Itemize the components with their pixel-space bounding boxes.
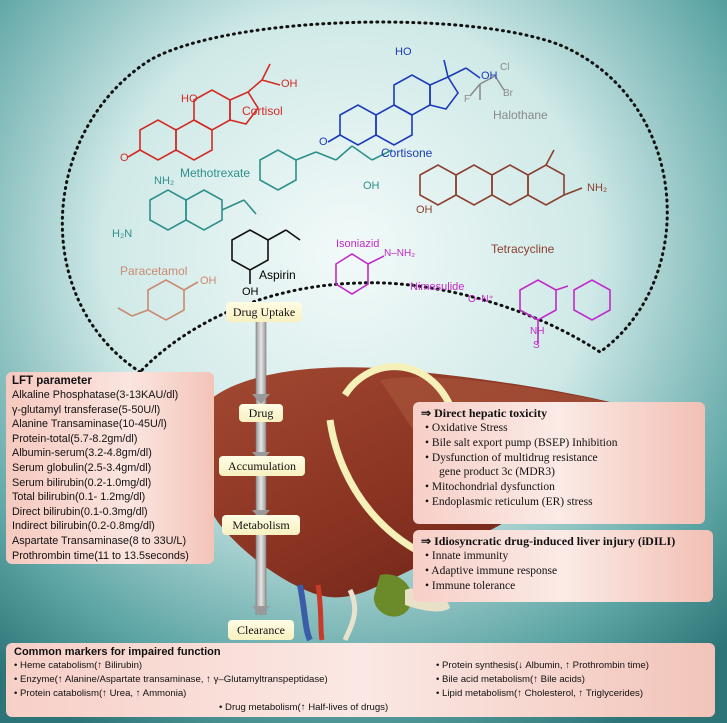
nimesulide-s: S bbox=[533, 340, 540, 351]
idili-item: • Immune tolerance bbox=[425, 579, 516, 592]
marker-heme: • Heme catabolism(↑ Bilirubin) bbox=[14, 660, 143, 671]
direct-toxicity-title: ⇒ Direct hepatic toxicity bbox=[421, 406, 697, 421]
aspirin-oh: OH bbox=[242, 286, 259, 298]
nimesulide-nh: NH bbox=[530, 326, 545, 337]
halothane-cl: Cl bbox=[500, 62, 510, 73]
isoniazid-structure bbox=[335, 253, 385, 295]
lft-item: Total bilirubin(0.1- 1.2mg/dl) bbox=[12, 491, 146, 504]
lft-item: γ-glutamyl transferase(5-50U/l) bbox=[12, 403, 161, 416]
halothane-f: F bbox=[464, 94, 471, 105]
tetracycline-label: Tetracycline bbox=[491, 242, 555, 256]
implies-arrow-icon: ⇒ bbox=[421, 406, 432, 420]
common-markers-box: Common markers for impaired function • H… bbox=[6, 643, 715, 717]
tetracycline-nh2: NH₂ bbox=[587, 182, 608, 194]
idili-item: • Innate immunity bbox=[425, 550, 509, 562]
direct-toxicity-item: • Bile salt export pump (BSEP) Inhibitio… bbox=[425, 436, 618, 449]
methotrexate-h2n: H₂N bbox=[112, 228, 133, 240]
tetracycline-oh: OH bbox=[416, 204, 433, 216]
cortisone-oh: OH bbox=[481, 70, 498, 82]
cortisone-label: Cortisone bbox=[381, 146, 433, 160]
paracetamol-label: Paracetamol bbox=[120, 264, 188, 278]
arrow-to-direct bbox=[342, 363, 456, 412]
direct-toxicity-item: • Endoplasmic reticulum (ER) stress bbox=[425, 495, 593, 508]
halothane-label: Halothane bbox=[493, 108, 548, 122]
direct-toxicity-item: • Dysfunction of multidrug resistance bbox=[425, 451, 598, 464]
cortisone-structure bbox=[327, 59, 481, 146]
cortisol-oh: OH bbox=[281, 78, 298, 90]
idili-box: ⇒ Idiosyncratic drug-induced liver injur… bbox=[413, 530, 713, 602]
metabolism-label: Metabolism bbox=[222, 515, 300, 535]
lft-item: Prothrombin time(11 to 13.5seconds) bbox=[12, 549, 189, 562]
marker-protein-synthesis: • Protein synthesis(↓ Albumin, ↑ Prothro… bbox=[436, 660, 649, 671]
clearance-label: Clearance bbox=[228, 620, 294, 640]
marker-protein-catabolism: • Protein catabolism(↑ Urea, ↑ Ammonia) bbox=[14, 688, 187, 699]
methotrexate-oh: OH bbox=[363, 180, 380, 192]
methotrexate-nh2: NH₂ bbox=[154, 175, 175, 187]
idili-heading: Idiosyncratic drug-induced liver injury … bbox=[434, 534, 676, 548]
dotted-dome bbox=[60, 20, 669, 374]
lft-item: Serum globulin(2.5-3.4gm/dl) bbox=[12, 461, 152, 474]
idili-item: • Adaptive immune response bbox=[425, 564, 558, 577]
cortisone-o: O bbox=[319, 136, 328, 148]
lft-title: LFT parameter bbox=[12, 375, 92, 387]
implies-arrow-icon: ⇒ bbox=[421, 534, 432, 548]
cortisol-ho: HO bbox=[181, 93, 198, 105]
nimesulide-no2: O–N⁺ bbox=[468, 294, 494, 305]
drug-label: Drug bbox=[239, 404, 283, 422]
marker-lipid: • Lipid metabolism(↑ Cholesterol, ↑ Trig… bbox=[436, 688, 644, 699]
lft-item: Alanine Transaminase(10-45U/l) bbox=[12, 418, 167, 431]
lft-item: Alkaline Phosphatase(3-13KAU/dl) bbox=[12, 389, 179, 401]
lft-item: Albumin-serum(3.2-4.8gm/dl) bbox=[12, 447, 152, 460]
markers-title: Common markers for impaired function bbox=[14, 646, 221, 658]
lft-parameter-box: LFT parameter Alkaline Phosphatase(3-13K… bbox=[6, 372, 214, 564]
cortisol-o: O bbox=[120, 152, 129, 164]
paracetamol-oh: OH bbox=[200, 275, 217, 287]
direct-toxicity-item: • Mitochondrial dysfunction bbox=[425, 481, 555, 494]
lft-item: Aspartate Transaminase(8 to 33U/L) bbox=[12, 534, 187, 547]
cortisol-label: Cortisol bbox=[242, 104, 283, 118]
idili-title: ⇒ Idiosyncratic drug-induced liver injur… bbox=[421, 534, 705, 549]
methotrexate-structure bbox=[149, 145, 393, 231]
methotrexate-label: Methotrexate bbox=[180, 166, 251, 180]
cortisol-structure bbox=[127, 63, 281, 161]
direct-toxicity-box: ⇒ Direct hepatic toxicity • Oxidative St… bbox=[413, 402, 705, 524]
marker-drug-metabolism: • Drug metabolism(↑ Half-lives of drugs) bbox=[219, 702, 389, 713]
isoniazid-label: Isoniazid bbox=[336, 238, 380, 250]
isoniazid-n-nh2: N–NH₂ bbox=[384, 248, 416, 259]
lft-item: Protein-total(5.7-8.2gm/dl) bbox=[12, 432, 138, 445]
nimesulide-label: Nimesulide bbox=[410, 281, 465, 293]
lft-item: Serum bilirubin(0.2-1.0mg/dl) bbox=[12, 476, 152, 489]
direct-toxicity-item: • Oxidative Stress bbox=[425, 422, 508, 434]
lft-item: Indirect bilirubin(0.2-0.8mg/dl) bbox=[12, 520, 155, 533]
marker-enzyme: • Enzyme(↑ Alanine/Aspartate transaminas… bbox=[14, 674, 328, 685]
paracetamol-structure bbox=[117, 279, 199, 321]
accumulation-label: Accumulation bbox=[219, 456, 305, 476]
direct-toxicity-heading: Direct hepatic toxicity bbox=[434, 406, 548, 420]
direct-toxicity-item-cont: gene product 3c (MDR3) bbox=[439, 466, 555, 479]
aspirin-structure bbox=[231, 229, 301, 284]
nimesulide-structure bbox=[519, 279, 611, 344]
cortisone-ho: HO bbox=[395, 46, 412, 58]
drug-uptake-label: Drug Uptake bbox=[226, 302, 302, 322]
marker-bile-acid: • Bile acid metabolism(↑ Bile acids) bbox=[436, 674, 585, 685]
halothane-structure bbox=[469, 75, 505, 100]
tetracycline-structure bbox=[419, 149, 583, 206]
lft-item: Direct bilirubin(0.1-0.3mg/dl) bbox=[12, 505, 148, 518]
aspirin-label: Aspirin bbox=[259, 268, 296, 282]
halothane-br: Br bbox=[503, 88, 513, 99]
